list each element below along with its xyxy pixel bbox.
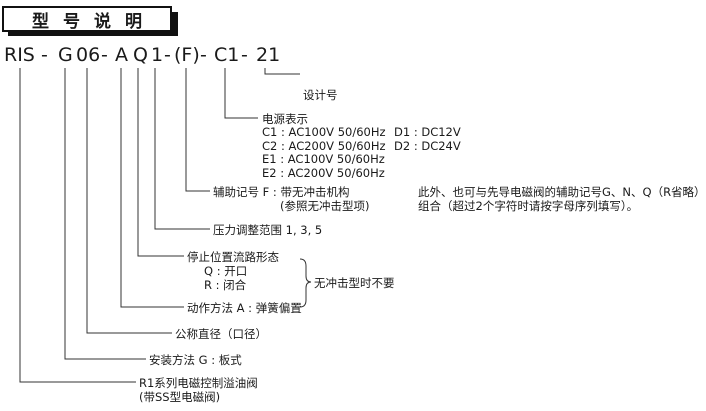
code-pressure: 1 bbox=[151, 44, 164, 66]
label-power-d2: D2 : DC24V bbox=[394, 139, 461, 153]
label-series-sub: (带SS型电磁阀) bbox=[139, 390, 221, 404]
label-mounting: 安装方法 G : 板式 bbox=[149, 353, 242, 367]
label-power-title: 电源表示 bbox=[262, 112, 308, 126]
label-power-d1: D1 : DC12V bbox=[394, 125, 461, 139]
code-dash: - bbox=[241, 44, 248, 66]
label-aux-note1: 此外、也可与先导电磁阀的辅助记号G、N、Q（R省略） bbox=[418, 185, 706, 199]
label-stop-title: 停止位置流路形态 bbox=[187, 250, 279, 264]
label-actuation: 动作方法 A : 弹簧偏置 bbox=[187, 301, 302, 315]
line-series bbox=[19, 68, 136, 383]
code-actuation: A bbox=[115, 44, 128, 66]
label-aux-ref: (参照无冲击型项) bbox=[280, 199, 370, 213]
brace bbox=[299, 258, 312, 308]
code-mounting: G bbox=[58, 44, 73, 66]
code-aux: (F) bbox=[174, 44, 200, 66]
line-stop bbox=[137, 68, 184, 257]
line-actuation bbox=[120, 68, 184, 308]
title-box: 型号说明 bbox=[2, 6, 172, 32]
label-power-e1: E1 : AC100V 50/60Hz bbox=[262, 152, 385, 166]
label-aux-note2: 组合（超过2个字符时请按字母序列填写）。 bbox=[418, 199, 639, 213]
code-dash: - bbox=[200, 44, 207, 66]
code-design: 21 bbox=[256, 44, 281, 66]
code-series: RIS bbox=[4, 44, 35, 66]
line-aux bbox=[185, 68, 210, 192]
line-nominal bbox=[86, 68, 172, 334]
code-dash: - bbox=[164, 44, 171, 66]
code-stop: Q bbox=[133, 44, 148, 66]
line-power bbox=[224, 68, 258, 119]
label-power-c1: C1 : AC100V 50/60Hz bbox=[262, 125, 386, 139]
label-aux: 辅助记号 F : 带无冲击机构 bbox=[213, 185, 350, 199]
label-stop-r: R : 闭合 bbox=[204, 278, 247, 292]
label-series: R1系列电磁控制溢油阀 bbox=[139, 376, 258, 390]
label-design-no: 设计号 bbox=[303, 88, 338, 102]
line-mounting bbox=[64, 68, 146, 360]
label-nominal: 公称直径（口径） bbox=[175, 327, 267, 341]
page-title: 型号说明 bbox=[32, 11, 156, 32]
code-dash: - bbox=[101, 44, 108, 66]
label-stop-q: Q : 开口 bbox=[204, 264, 248, 278]
label-pressure: 压力调整范围 1, 3, 5 bbox=[213, 223, 323, 237]
label-power-e2: E2 : AC200V 50/60Hz bbox=[262, 166, 385, 180]
line-pressure bbox=[154, 68, 210, 230]
line-design bbox=[264, 68, 300, 75]
label-no-shock: 无冲击型时不要 bbox=[314, 276, 395, 290]
code-power: C1 bbox=[214, 44, 240, 66]
code-dash: - bbox=[41, 44, 48, 66]
code-size: 06 bbox=[76, 44, 101, 66]
label-power-c2: C2 : AC200V 50/60Hz bbox=[262, 139, 386, 153]
